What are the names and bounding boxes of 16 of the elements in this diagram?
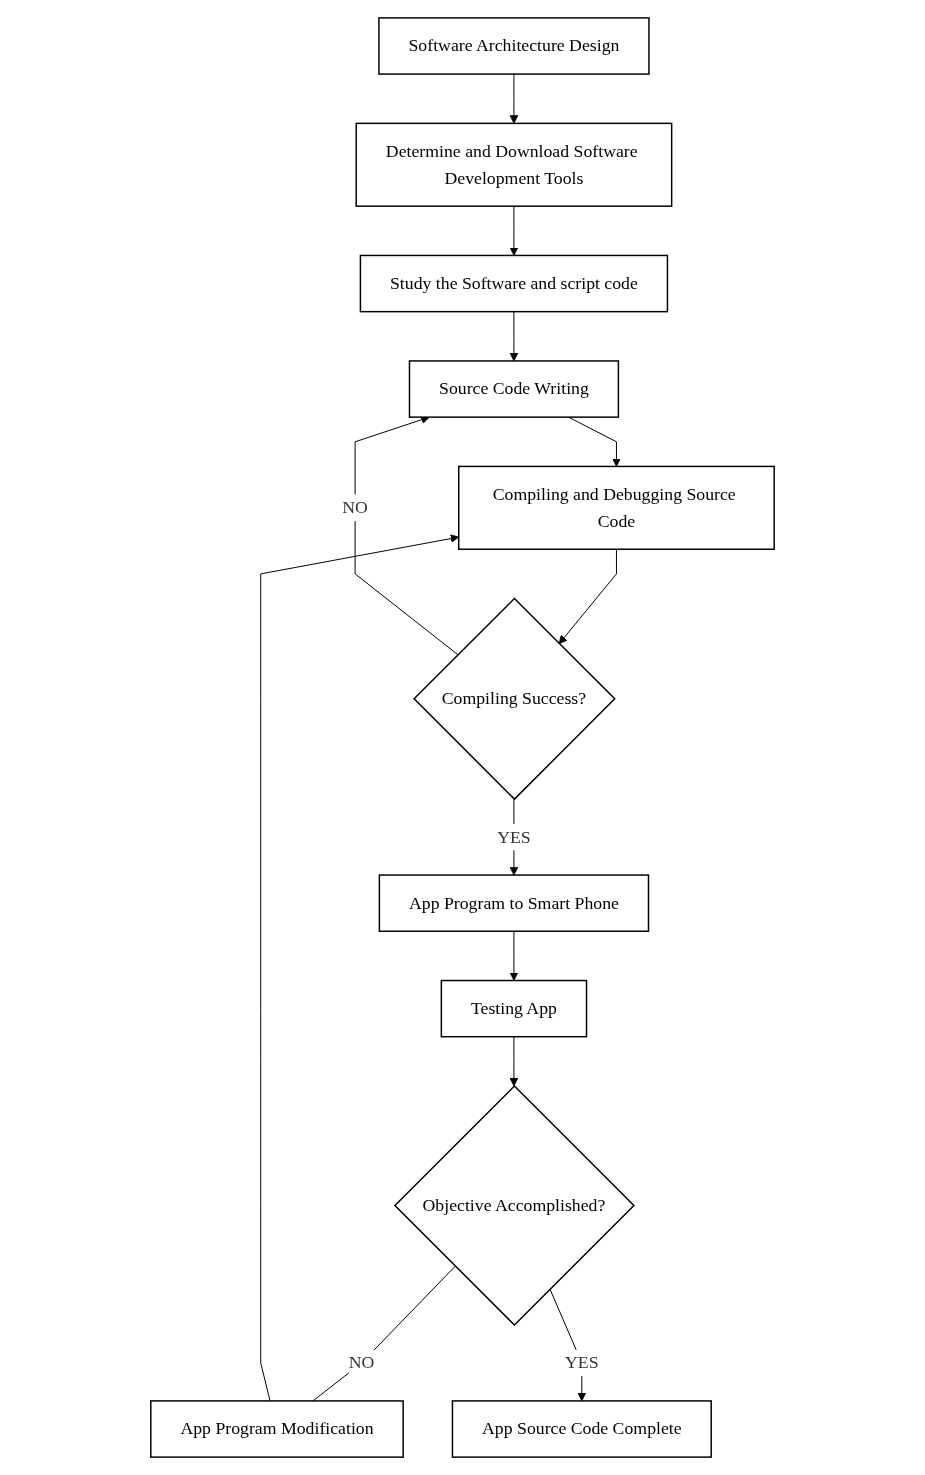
connector (312, 1265, 456, 1402)
node-box: Study the Software and script code (359, 254, 669, 313)
node-diamond: Compiling Success? (413, 597, 616, 801)
node-box: Determine and Download Software Development Tools (355, 122, 673, 207)
edge-label: NO (348, 1352, 375, 1373)
node-box: Source Code Writing (408, 360, 620, 418)
node-box: App Program Modification (150, 1400, 404, 1458)
edge-label: YES (497, 826, 531, 847)
node-box: Software Architecture Design (378, 17, 650, 75)
node-box: Testing App (440, 979, 588, 1038)
node-box: App Program to Smart Phone (378, 874, 650, 932)
edge-label: NO (342, 497, 368, 518)
node-box: App Source Code Complete (451, 1400, 712, 1458)
node-diamond: Objective Accomplished? (393, 1084, 635, 1327)
node-box: Compiling and Debugging Source Code (458, 465, 775, 550)
edge-label: YES (565, 1352, 599, 1373)
